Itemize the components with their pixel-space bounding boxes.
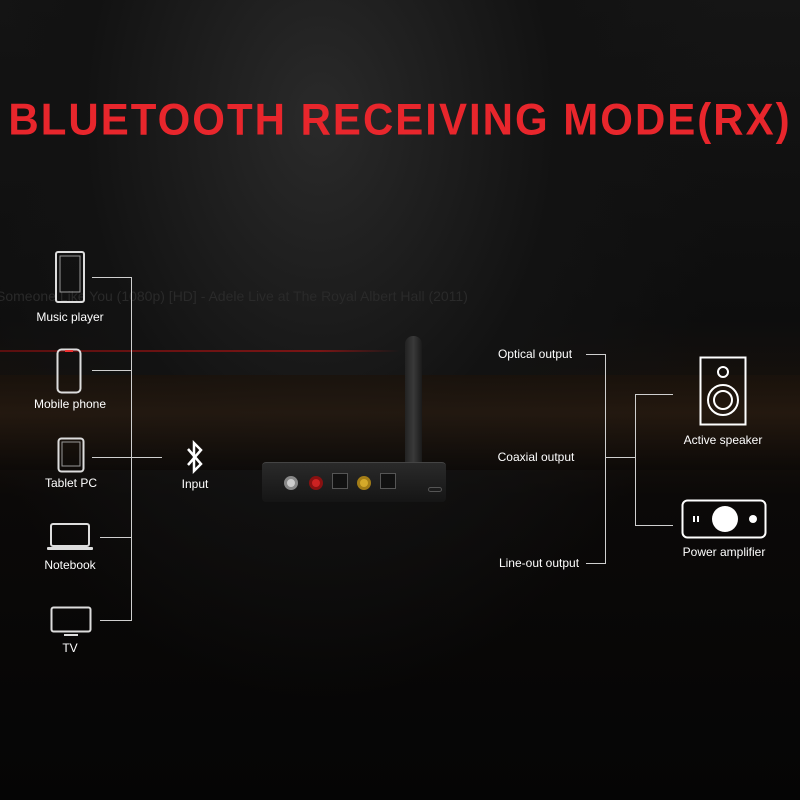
connector-line <box>605 354 606 564</box>
connector-line <box>131 277 132 621</box>
music-player-icon <box>55 251 85 303</box>
rca-left-port <box>284 476 298 490</box>
amplifier-icon <box>681 499 767 539</box>
connector-line <box>586 563 606 564</box>
input-label: Input <box>181 477 209 491</box>
source-label: Notebook <box>44 558 96 572</box>
source-label: TV <box>62 641 78 655</box>
bluetooth-icon <box>187 440 203 474</box>
output-label: Line-out output <box>498 556 580 570</box>
source-label: Mobile phone <box>33 397 107 411</box>
floor <box>0 375 800 470</box>
laptop-icon <box>47 523 93 550</box>
output-label: Optical output <box>497 347 573 361</box>
tablet-icon <box>57 437 85 473</box>
background-text: Someone Like You (1080p) [HD] - Adele Li… <box>0 288 468 304</box>
destination-label: Active speaker <box>683 433 763 447</box>
page-title: BLUETOOTH RECEIVING MODE(RX) <box>8 94 792 145</box>
connector-line <box>605 457 635 458</box>
connector-line <box>92 277 132 278</box>
connector-line <box>92 457 162 458</box>
connector-line <box>100 537 132 538</box>
connector-line <box>92 370 132 371</box>
speaker-icon <box>699 356 747 426</box>
coaxial-port <box>357 476 371 490</box>
connector-line <box>100 620 132 621</box>
connector-line <box>635 394 636 526</box>
connector-line <box>635 525 673 526</box>
decor-line <box>0 350 400 352</box>
rca-right-port <box>309 476 323 490</box>
connector-line <box>586 354 606 355</box>
tv-icon <box>50 606 92 636</box>
connector-line <box>635 394 673 395</box>
optical-in-port <box>380 473 396 489</box>
phone-icon <box>56 348 82 394</box>
usb-port <box>428 487 442 492</box>
source-label: Tablet PC <box>44 476 98 490</box>
destination-label: Power amplifier <box>682 545 766 559</box>
antenna <box>405 336 422 491</box>
output-label: Coaxial output <box>497 450 575 464</box>
optical-out-port <box>332 473 348 489</box>
source-label: Music player <box>36 310 104 324</box>
